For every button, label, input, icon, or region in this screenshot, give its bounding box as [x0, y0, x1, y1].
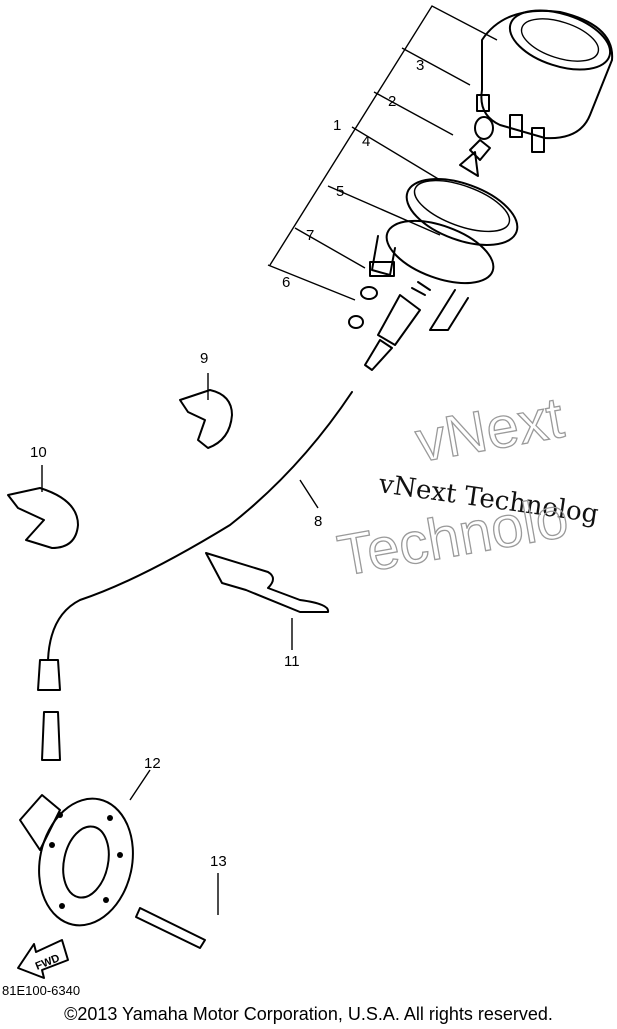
forward-arrow: FWD [17, 939, 69, 979]
speedometer-cable [47, 391, 353, 661]
watermark-outline-top: vNext [411, 385, 568, 475]
assembly-bracket [267, 5, 498, 301]
callout-5: 5 [336, 183, 344, 200]
leader-lines [41, 373, 319, 915]
cable-lower-end [37, 659, 61, 761]
callout-3: 3 [416, 57, 424, 74]
callout-11: 11 [284, 653, 300, 670]
nut [348, 315, 364, 329]
cable-holder [205, 552, 330, 613]
cable-clamp [179, 389, 233, 449]
diagram-code: 81E100-6340 [2, 983, 81, 998]
forward-label: FWD [34, 952, 62, 973]
meter-bulb [459, 116, 494, 177]
callout-10: 10 [30, 444, 47, 461]
callout-6: 6 [282, 274, 290, 291]
callout-4: 4 [362, 133, 370, 150]
speedometer-housing [476, 9, 614, 153]
callout-13: 13 [210, 853, 227, 870]
cable-fitting [364, 281, 431, 371]
cable-guide [7, 487, 79, 549]
speedometer-gear-unit [19, 794, 134, 927]
meter-gasket [405, 178, 519, 246]
meter-holder [369, 219, 495, 331]
callout-7: 7 [306, 227, 314, 244]
callout-9: 9 [200, 350, 208, 367]
pin [135, 907, 206, 949]
callout-12: 12 [144, 755, 161, 772]
callout-1: 1 [333, 117, 341, 134]
callout-2: 2 [388, 93, 396, 110]
callout-8: 8 [314, 513, 322, 530]
copyright-notice: ©2013 Yamaha Motor Corporation, U.S.A. A… [64, 1004, 553, 1024]
washer [360, 286, 378, 300]
